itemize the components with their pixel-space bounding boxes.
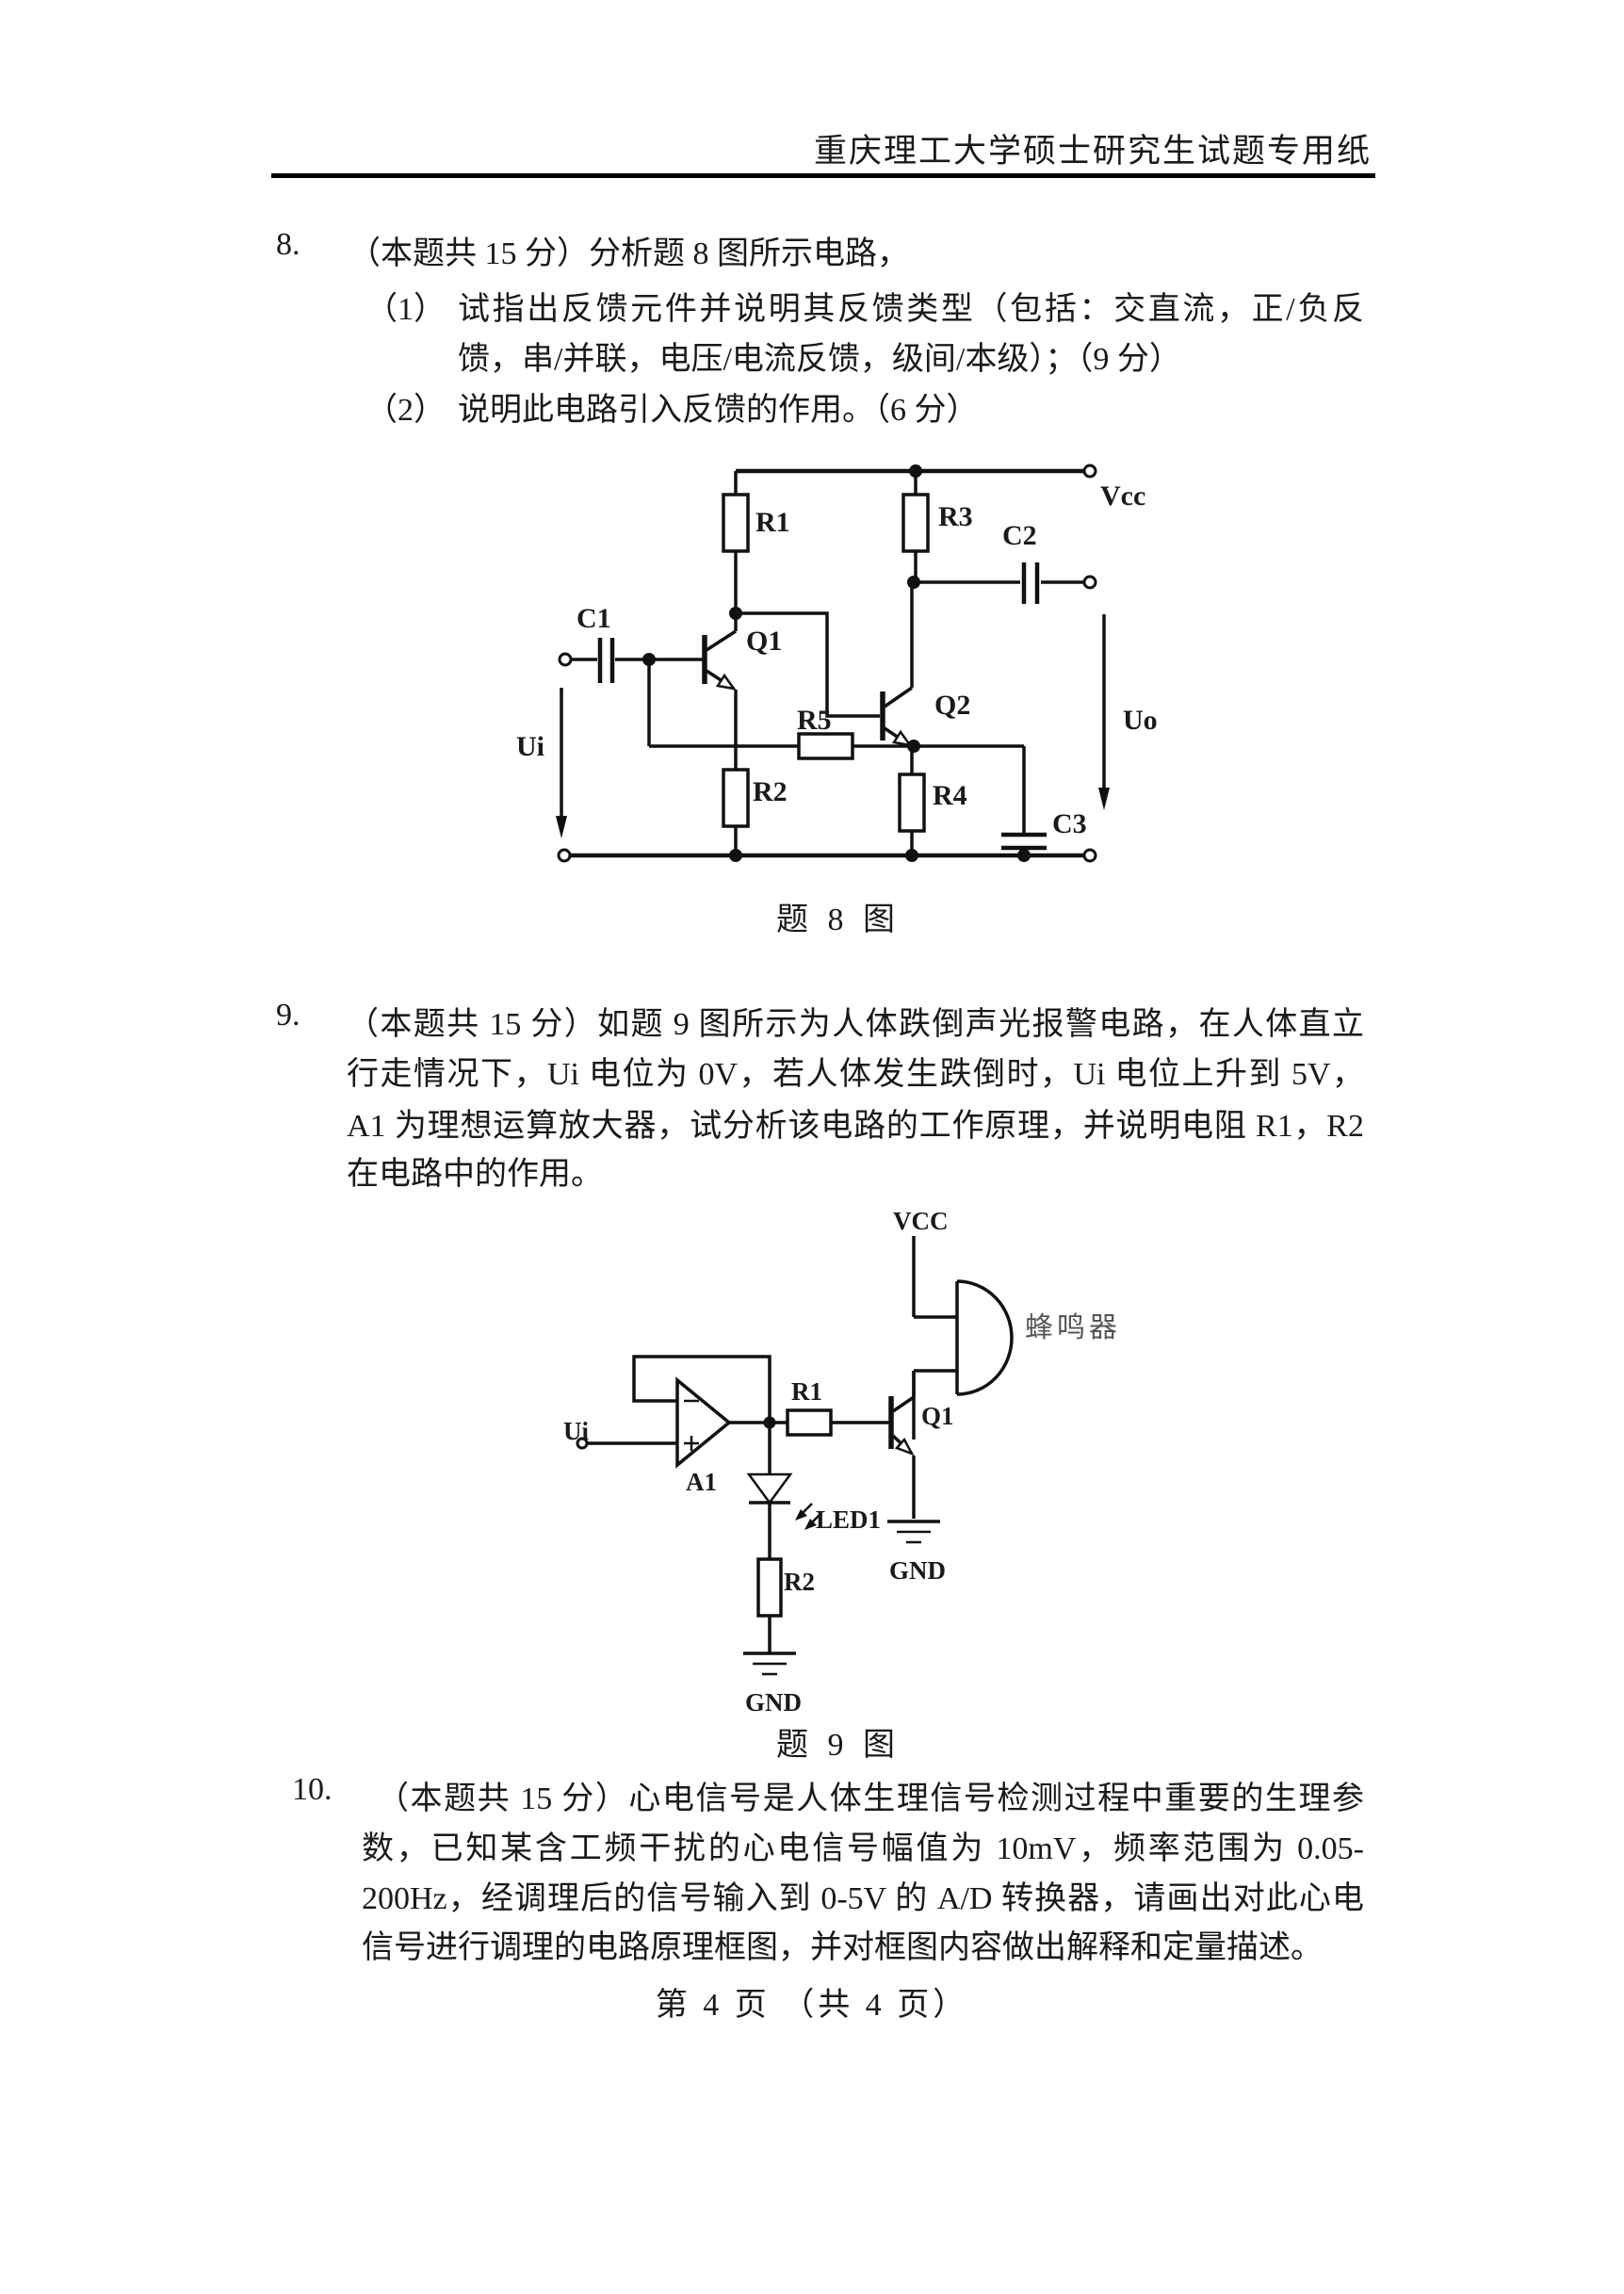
led1-label: LED1 [816,1505,882,1534]
r2-label: R2 [753,776,788,807]
uo-arrow [1098,614,1110,810]
vcc-label: Vcc [1100,480,1146,512]
q8-item2-line1: 说明此电路引入反馈的作用。（6 分） [458,393,979,428]
opamp-a1-symbol [576,1355,788,1469]
q10-line3: 200Hz，经调理后的信号输入到 0-5V 的 A/D 转换器，请画出对此心电 [362,1881,1364,1915]
figure-q9-caption: 题 9 图 [776,1728,901,1763]
feedback-r5-symbol [647,659,1024,760]
r1-label: R1 [791,1377,822,1406]
page-header-title: 重庆理工大学硕士研究生试题专用纸 [813,133,1372,170]
capacitor-c2-symbol [907,562,1097,604]
ui-label: Ui [516,731,544,762]
vcc-wire [912,1236,957,1319]
interstage-wire [729,607,880,718]
q8-item1-marker: （1） [365,292,446,327]
r1-label: R1 [755,507,790,538]
ui-label: Ui [563,1417,589,1445]
header-rule [271,173,1375,178]
figure-q8-schematic [556,464,1110,863]
q8-item1-line1: 试指出反馈元件并说明其反馈类型（包括：交直流，正/负反 [458,292,1364,326]
a1-label: A1 [686,1468,717,1496]
r5-label: R5 [797,705,832,736]
q9-line2: 行走情况下，Ui 电位为 0V，若人体发生跌倒时，Ui 电位上升到 5V， [347,1057,1364,1091]
q9-number: 9. [276,998,300,1033]
gnd-left-label: GND [745,1688,802,1716]
q8-item2-marker: （2） [365,393,446,428]
ground-symbol-left [743,1651,796,1676]
r4-label: R4 [933,780,967,811]
resistor-r3-symbol [901,471,930,582]
c2-label: C2 [1002,520,1037,551]
q8-intro: （本题共 15 分）分析题 8 图所示电路， [349,236,909,271]
led1-symbol [746,1423,822,1559]
page-number: 第 4 页 （共 4 页） [655,1988,969,2023]
q8-item1-line2: 馈，串/并联，电压/电流反馈，级间/本级）；（9 分） [458,342,1181,377]
ground-symbol-right [887,1520,940,1544]
vcc-label: VCC [893,1207,949,1235]
capacitor-c3-symbol [1001,746,1047,855]
uo-label: Uo [1123,705,1158,736]
c1-label: C1 [577,603,611,634]
resistor-r2-symbol [756,1557,783,1653]
q1-label: Q1 [746,626,783,657]
figure-q8-caption: 题 8 图 [776,903,901,937]
resistor-r1-symbol [786,1408,889,1437]
ground-rail [557,848,1097,863]
resistor-r1-symbol [722,471,750,613]
gnd-right-label: GND [889,1556,946,1585]
figure-q9-schematic [576,1236,1014,1676]
c3-label: C3 [1052,808,1087,839]
q9-line3: A1 为理想运算放大器，试分析该电路的工作原理，并说明电阻 R1，R2 [347,1109,1364,1143]
r3-label: R3 [938,501,973,532]
q10-line2: 数，已知某含工频干扰的心电信号幅值为 10mV，频率范围为 0.05- [362,1831,1364,1865]
q1-label: Q1 [921,1402,954,1430]
q10-number: 10. [292,1772,333,1807]
q9-line1: （本题共 15 分）如题 9 图所示为人体跌倒声光报警电路，在人体直立 [347,1007,1364,1041]
r2-label: R2 [784,1568,815,1596]
q10-line1: （本题共 15 分）心电信号是人体生理信号检测过程中重要的生理参 [377,1782,1364,1815]
buzzer-label: 蜂鸣器 [1025,1312,1121,1343]
ui-arrow [556,688,567,838]
q9-line4: 在电路中的作用。 [347,1157,603,1192]
transistor-q1-symbol [702,613,738,770]
q10-line4: 信号进行调理的电路原理框图，并对框图内容做出解释和定量描述。 [362,1930,1323,1965]
q8-number: 8. [276,227,300,262]
input-c1-symbol [558,638,703,683]
q2-label: Q2 [934,690,971,721]
transistor-q1-symbol [888,1371,916,1519]
resistor-r4-symbol [898,773,926,855]
resistor-r2-symbol [722,768,750,855]
